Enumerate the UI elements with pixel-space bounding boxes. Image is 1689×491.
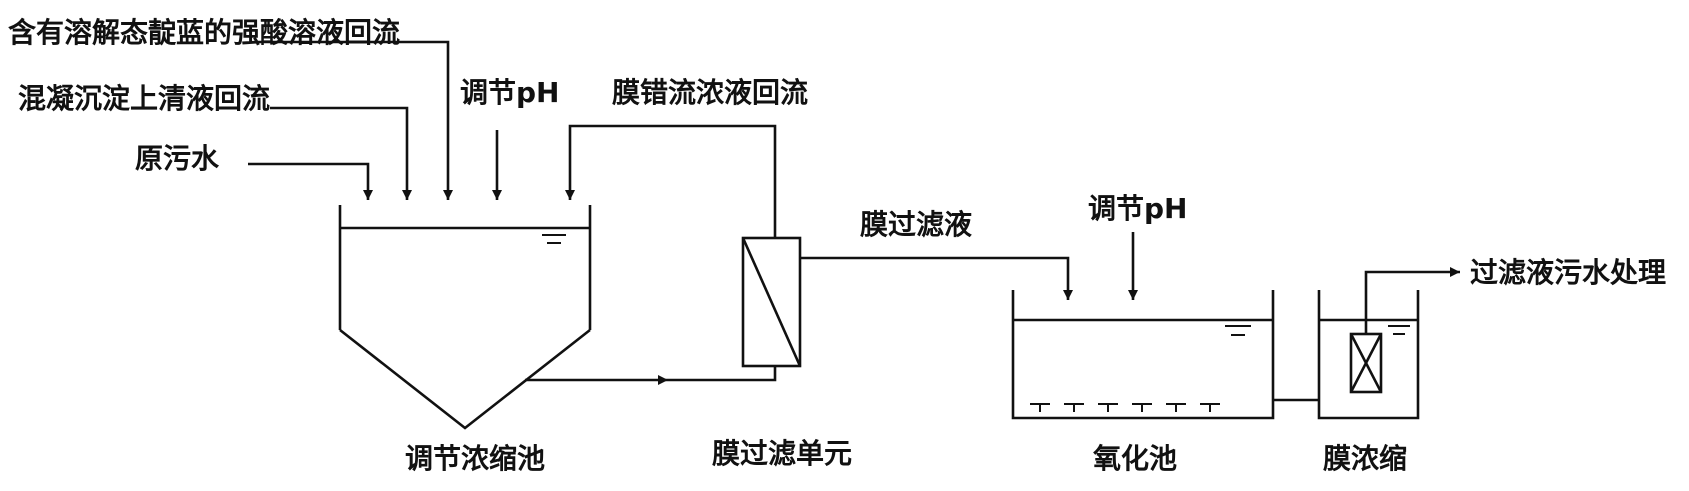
oxidation-tank-label: 氧化池 xyxy=(1093,442,1177,475)
adjust-ph-label-2: 调节pH xyxy=(1088,192,1187,225)
filtrate-out-arrow xyxy=(1364,267,1460,334)
acid-return-label: 含有溶解态靛蓝的强酸溶液回流 xyxy=(8,16,400,49)
tank-to-membrane-arrow xyxy=(525,366,777,385)
regulating-tank-label: 调节浓缩池 xyxy=(405,442,545,475)
regulating-tank xyxy=(338,205,592,430)
membrane-unit-label: 膜过滤单元 xyxy=(712,437,852,470)
oxidation-tank xyxy=(1011,290,1275,420)
filtrate-treatment-label: 过滤液污水处理 xyxy=(1470,256,1666,289)
raw-water-label: 原污水 xyxy=(135,142,220,175)
raw-water-arrow xyxy=(248,162,373,200)
filtrate-arrow xyxy=(800,256,1073,300)
aerator-icons xyxy=(1030,403,1220,412)
membrane-concentration-tank xyxy=(1317,290,1420,420)
membrane-concentration-label: 膜浓缩 xyxy=(1323,442,1407,475)
membrane-filtrate-label: 膜过滤液 xyxy=(860,208,972,241)
coag-return-label: 混凝沉淀上清液回流 xyxy=(18,82,270,115)
membrane-cross-return-label: 膜错流浓液回流 xyxy=(612,76,808,109)
coag-return-arrow xyxy=(270,106,412,200)
adjust-ph-label-1: 调节pH xyxy=(460,76,559,109)
membrane-filter-unit xyxy=(741,236,802,368)
membrane-cross-return-arrow xyxy=(565,124,777,238)
acid-return-arrow xyxy=(255,40,453,200)
